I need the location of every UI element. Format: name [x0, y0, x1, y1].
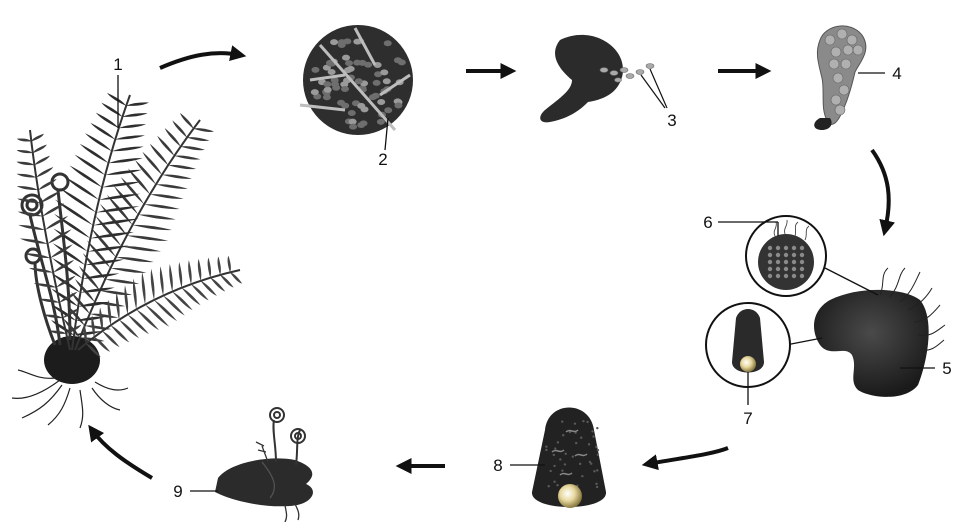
- label-8: 8: [493, 456, 502, 475]
- fern-frond-icon: [17, 93, 243, 357]
- archegonium-detail-icon: [706, 303, 822, 405]
- arrow-9-to-1: [92, 430, 152, 478]
- arrow-1-to-2: [160, 53, 240, 68]
- prothallus-icon: [814, 268, 945, 397]
- label-6: 6: [703, 213, 712, 232]
- label-1: 1: [113, 55, 122, 74]
- label-5: 5: [942, 359, 951, 378]
- label-3: 3: [667, 111, 676, 130]
- label-7: 7: [743, 409, 752, 428]
- arrow-4-to-5: [872, 150, 889, 230]
- sporangium-spores-icon: [540, 35, 667, 122]
- sori-leaf-underside-icon: [300, 25, 413, 150]
- young-sporophyte-icon: [190, 408, 313, 522]
- label-2: 2: [378, 150, 387, 169]
- label-4: 4: [892, 64, 901, 83]
- antheridium-detail-icon: [718, 216, 878, 296]
- fern-sporophyte-icon: [12, 93, 242, 428]
- germinating-spore-icon: [814, 26, 885, 130]
- label-9: 9: [173, 482, 182, 501]
- fertilized-archegonium-icon: [510, 408, 606, 509]
- arrow-7-to-8: [648, 448, 728, 464]
